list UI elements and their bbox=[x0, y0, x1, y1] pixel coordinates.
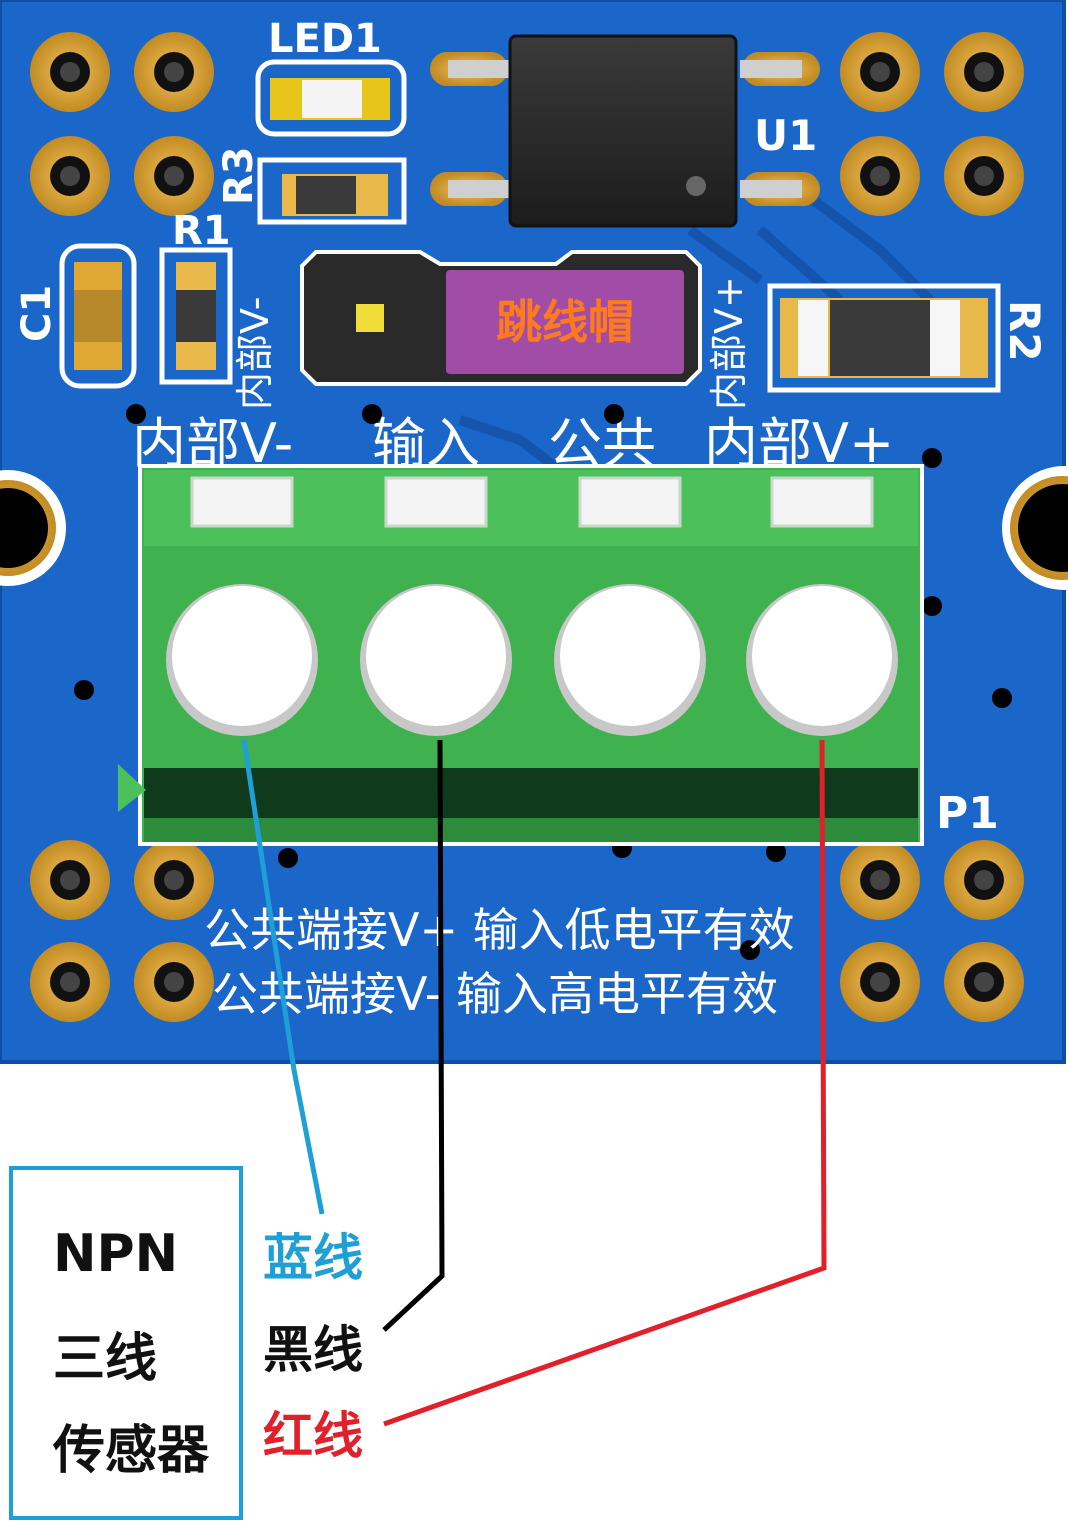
header-pad bbox=[134, 840, 214, 920]
header-pads bbox=[30, 32, 1024, 1022]
terminal-screw-slot bbox=[384, 476, 488, 528]
header-pad bbox=[134, 942, 214, 1022]
vias bbox=[74, 404, 1012, 960]
terminal-screw-slot bbox=[190, 476, 294, 528]
side-label-right: 内部V+ bbox=[707, 276, 751, 410]
header-pad bbox=[30, 840, 110, 920]
jumper-cap-label: 跳线帽 bbox=[496, 295, 634, 349]
sensor-name: 传感器 bbox=[53, 1421, 210, 1481]
side-label-left: 内部V- bbox=[233, 297, 277, 410]
terminal-screw-slot bbox=[770, 476, 874, 528]
sensor-type: NPN bbox=[53, 1224, 179, 1284]
header-pad bbox=[30, 136, 110, 216]
jumper-cap bbox=[446, 270, 684, 374]
r2-label: R2 bbox=[1000, 300, 1049, 362]
terminal-screw-slot bbox=[578, 476, 682, 528]
header-pad bbox=[944, 840, 1024, 920]
note-line-1: 公共端接V+ 输入低电平有效 bbox=[204, 903, 795, 957]
header-pad bbox=[840, 32, 920, 112]
terminal-wire-hole[interactable] bbox=[360, 584, 512, 736]
header-pad bbox=[134, 136, 214, 216]
p1-label: P1 bbox=[936, 788, 999, 839]
u1-label: U1 bbox=[754, 111, 817, 160]
header-pad bbox=[30, 32, 110, 112]
red-wire bbox=[383, 739, 827, 1427]
header-pad bbox=[840, 136, 920, 216]
blue-wire-label: 蓝线 bbox=[263, 1229, 363, 1287]
sensor-box: NPN 三线 传感器 bbox=[9, 1166, 243, 1520]
header-pad bbox=[30, 942, 110, 1022]
u1-chip bbox=[508, 34, 738, 228]
red-wire-label: 红线 bbox=[263, 1407, 363, 1465]
c1-label: C1 bbox=[14, 285, 60, 342]
header-pad bbox=[944, 942, 1024, 1022]
header-pad bbox=[840, 942, 920, 1022]
r3-label: R3 bbox=[216, 146, 262, 205]
note-line-2: 公共端接V- 输入高电平有效 bbox=[212, 967, 778, 1021]
header-pad bbox=[944, 136, 1024, 216]
sensor-wiring: 三线 bbox=[53, 1329, 158, 1389]
terminal-wire-hole[interactable] bbox=[746, 584, 898, 736]
led1-label: LED1 bbox=[268, 16, 382, 62]
blue-wire bbox=[241, 739, 325, 1215]
r1-label: R1 bbox=[172, 208, 231, 254]
black-wire-label: 黑线 bbox=[263, 1321, 363, 1379]
terminal-wire-hole[interactable] bbox=[166, 584, 318, 736]
header-pad bbox=[840, 840, 920, 920]
black-wire bbox=[382, 739, 445, 1332]
header-pad bbox=[944, 32, 1024, 112]
terminal-wire-hole[interactable] bbox=[554, 584, 706, 736]
header-pad bbox=[134, 32, 214, 112]
